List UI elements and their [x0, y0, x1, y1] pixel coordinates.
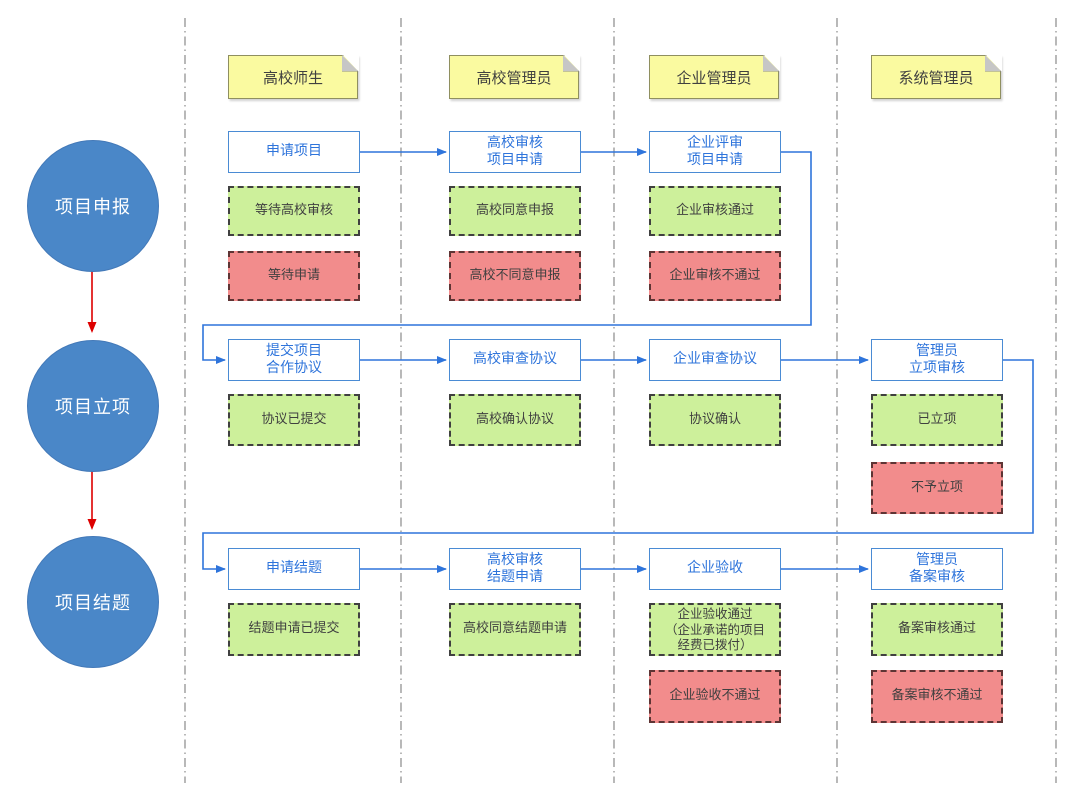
outcome-agreement-confirmed: 协议确认 [649, 394, 781, 446]
lane-header-enterprise-admin: 企业管理员 [649, 55, 779, 99]
stage-circle-declaration: 项目申报 [27, 140, 159, 272]
folded-corner-icon [763, 55, 780, 72]
outcome-enterprise-rejected: 企业审核不通过 [649, 251, 781, 301]
outcome-not-established: 不予立项 [871, 462, 1003, 514]
outcome-univ-approved: 高校同意申报 [449, 186, 581, 236]
flow-connector [202, 359, 1034, 573]
outcome-record-passed: 备案审核通过 [871, 603, 1003, 656]
stage-label: 项目结题 [55, 593, 131, 614]
outcome-conclusion-submitted: 结题申请已提交 [228, 603, 360, 656]
process-apply-conclusion: 申请结题 [228, 548, 360, 590]
lane-header-label: 高校师生 [262, 68, 323, 87]
process-admin-approval-review: 管理员 立项审核 [871, 339, 1003, 381]
outcome-agreement-submitted: 协议已提交 [228, 394, 360, 446]
outcome-univ-confirmed-agreement: 高校确认协议 [449, 394, 581, 446]
process-univ-review-agreement: 高校审查协议 [449, 339, 581, 381]
outcome-acceptance-passed: 企业验收通过 （企业承诺的项目 经费已拨付） [649, 603, 781, 656]
process-enterprise-review-application: 企业评审 项目申请 [649, 131, 781, 173]
process-submit-agreement: 提交项目 合作协议 [228, 339, 360, 381]
process-enterprise-review-agreement: 企业审查协议 [649, 339, 781, 381]
outcome-acceptance-failed: 企业验收不通过 [649, 670, 781, 723]
outcome-waiting-apply: 等待申请 [228, 251, 360, 301]
folded-corner-icon [563, 55, 580, 72]
outcome-univ-rejected: 高校不同意申报 [449, 251, 581, 301]
process-apply-project: 申请项目 [228, 131, 360, 173]
stage-label: 项目申报 [55, 197, 131, 218]
outcome-univ-agreed-conclusion: 高校同意结题申请 [449, 603, 581, 656]
lane-header-faculty: 高校师生 [228, 55, 358, 99]
process-univ-review-conclusion: 高校审核 结题申请 [449, 548, 581, 590]
process-univ-review-application: 高校审核 项目申请 [449, 131, 581, 173]
stage-label: 项目立项 [55, 397, 131, 418]
lane-header-university-admin: 高校管理员 [449, 55, 579, 99]
stage-circle-conclusion: 项目结题 [27, 536, 159, 668]
stage-circle-approval: 项目立项 [27, 340, 159, 472]
outcome-waiting-univ-review: 等待高校审核 [228, 186, 360, 236]
lane-header-system-admin: 系统管理员 [871, 55, 1001, 99]
folded-corner-icon [985, 55, 1002, 72]
lane-header-label: 企业管理员 [676, 68, 752, 87]
outcome-project-established: 已立项 [871, 394, 1003, 446]
lane-header-label: 高校管理员 [476, 68, 552, 87]
outcome-record-failed: 备案审核不通过 [871, 670, 1003, 723]
process-admin-record-review: 管理员 备案审核 [871, 548, 1003, 590]
process-enterprise-acceptance: 企业验收 [649, 548, 781, 590]
flow-connector [202, 151, 812, 364]
lane-header-label: 系统管理员 [898, 68, 974, 87]
folded-corner-icon [342, 55, 359, 72]
outcome-enterprise-approved: 企业审核通过 [649, 186, 781, 236]
